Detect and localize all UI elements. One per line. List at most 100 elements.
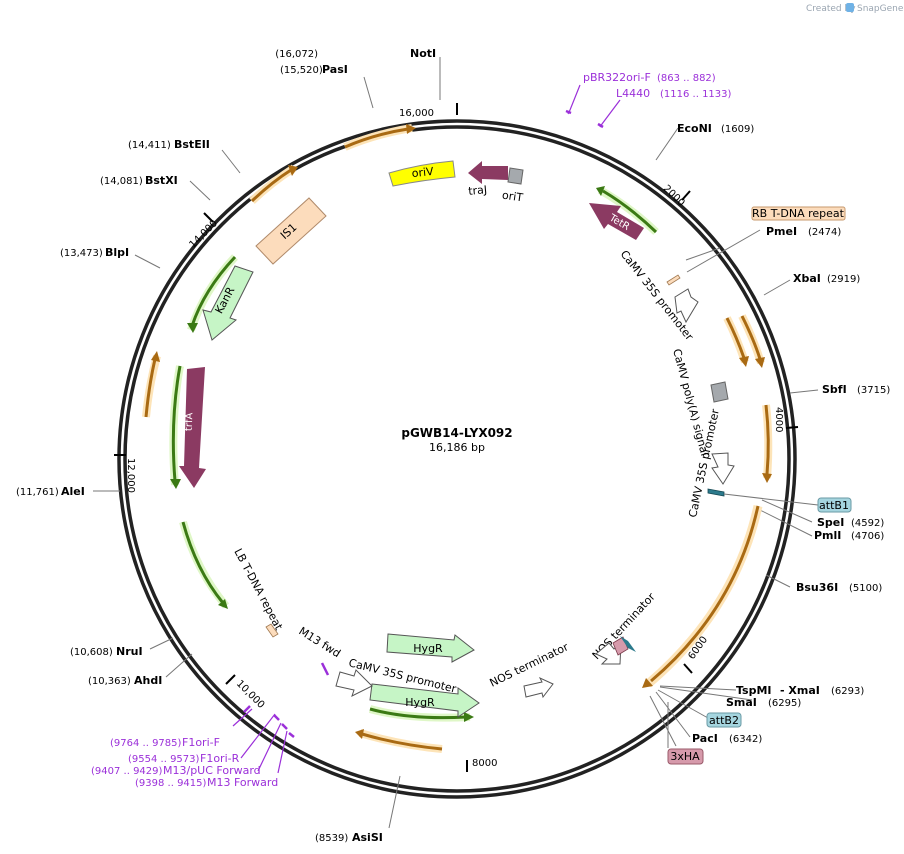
- site-paci[interactable]: PacI: [692, 732, 718, 745]
- primer-m13puc[interactable]: M13/pUC Forward: [163, 764, 261, 777]
- ticks: [114, 103, 799, 772]
- feature-hygr1-label: HygR: [413, 642, 443, 655]
- tick-12000: 12,000: [125, 458, 136, 493]
- site-paci-pos: (6342): [729, 734, 762, 745]
- feature-lb-label: LB T-DNA repeat: [231, 546, 285, 633]
- site-bstxi[interactable]: BstXI: [145, 174, 178, 187]
- feature-attB2-label: attB2: [709, 714, 739, 727]
- site-tspmi[interactable]: TspMI: [736, 684, 772, 697]
- feature-m13fwd[interactable]: M13 fwd: [296, 625, 342, 661]
- tick-4000: 4000: [773, 407, 784, 432]
- site-asisi-pos: (8539): [315, 833, 348, 844]
- site-pmli-pos: (4706): [851, 531, 884, 542]
- feature-IS1[interactable]: IS1: [255, 197, 327, 265]
- outer-orfs: [142, 124, 773, 753]
- feature-hygr-1[interactable]: HygR: [386, 633, 475, 663]
- site-notI-pos: (16,072): [275, 49, 318, 60]
- primer-l4440-range: (1116 .. 1133): [660, 89, 732, 100]
- feature-oriT-label: oriT: [501, 189, 524, 205]
- site-pasI-pos: (15,520): [280, 65, 323, 76]
- site-nrui-pos: (10,608): [70, 647, 113, 658]
- feature-trfA-label: trfA: [184, 412, 196, 431]
- feature-nos1-label: NOS terminator: [488, 640, 571, 690]
- feature-3xHA[interactable]: 3xHA: [612, 636, 704, 765]
- backbone-outer: [117, 119, 797, 799]
- site-nrui[interactable]: NruI: [116, 645, 143, 658]
- feature-traJ[interactable]: traJ: [468, 161, 508, 198]
- primer-f1ori-f-range: (9764 .. 9785): [110, 738, 182, 749]
- site-xbai[interactable]: XbaI: [793, 272, 821, 285]
- primer-pbr322ori-f-range: (863 .. 882): [657, 73, 716, 84]
- site-sbfi-pos: (3715): [857, 385, 890, 396]
- primer-arrows: [243, 109, 604, 738]
- site-blpi[interactable]: BlpI: [105, 246, 129, 259]
- feature-oriT[interactable]: oriT: [501, 167, 524, 205]
- site-bsteii-pos: (14,411): [128, 140, 171, 151]
- site-pasI[interactable]: PasI: [322, 63, 348, 76]
- primer-f1ori-r[interactable]: F1ori-R: [200, 752, 240, 765]
- feature-camv-promoter-1[interactable]: CaMV 35S promoter: [618, 248, 699, 343]
- feature-m13fwd-label: M13 fwd: [296, 625, 342, 661]
- feature-3xHA-label: 3xHA: [670, 750, 700, 763]
- site-alei-pos: (11,761): [16, 487, 59, 498]
- site-xmai[interactable]: - XmaI: [780, 684, 820, 697]
- tick-10000: 10,000: [234, 678, 267, 711]
- site-alei[interactable]: AleI: [61, 485, 85, 498]
- feature-attB2[interactable]: attB2: [706, 712, 742, 728]
- site-bstxi-pos: (14,081): [100, 176, 143, 187]
- feature-traJ-label: traJ: [468, 183, 488, 198]
- site-smai-pos: (6295): [768, 698, 801, 709]
- primer-f1ori-f[interactable]: F1ori-F: [182, 736, 220, 749]
- feature-nos-2[interactable]: NOS terminator: [488, 640, 571, 699]
- site-pmei-pos: (2474): [808, 227, 841, 238]
- feature-attB1-label: attB1: [819, 499, 849, 512]
- site-sbfi[interactable]: SbfI: [822, 383, 847, 396]
- site-pmli[interactable]: PmlI: [814, 529, 841, 542]
- feature-nos-1[interactable]: NOS terminator: [590, 590, 658, 665]
- site-lines: [93, 57, 819, 829]
- feature-oriV-label: oriV: [411, 165, 435, 180]
- site-bsu36i-pos: (5100): [849, 583, 882, 594]
- feature-attB1[interactable]: attB1: [707, 488, 852, 513]
- site-bsteii[interactable]: BstEII: [174, 138, 210, 151]
- site-spei[interactable]: SpeI: [817, 516, 844, 529]
- primer-m13fwd-range: (9398 .. 9415): [135, 778, 207, 789]
- site-xbai-pos: (2919): [827, 274, 860, 285]
- plasmid-name: pGWB14-LYX092: [401, 426, 512, 440]
- site-smai[interactable]: SmaI: [726, 696, 757, 709]
- backbone-inner: [123, 125, 791, 793]
- site-bsu36i[interactable]: Bsu36I: [796, 581, 838, 594]
- tick-16000: 16,000: [399, 108, 434, 119]
- feature-hygr-2[interactable]: HygR: [369, 683, 480, 718]
- primer-f1ori-r-range: (9554 .. 9573): [128, 754, 200, 765]
- site-ahdi-pos: (10,363): [88, 676, 131, 687]
- site-spei-pos: (4592): [851, 518, 884, 529]
- primer-pbr322ori-f[interactable]: pBR322ori-F: [583, 71, 651, 84]
- site-econi[interactable]: EcoNI: [677, 122, 712, 135]
- primer-m13puc-range: (9407 .. 9429): [91, 766, 163, 777]
- site-econi-pos: (1609): [721, 124, 754, 135]
- plasmid-size: 16,186 bp: [429, 441, 485, 454]
- feature-rb[interactable]: RB T-DNA repeat: [666, 206, 846, 286]
- credit-prefix: Created by: [806, 4, 856, 14]
- feature-KanR[interactable]: KanR: [202, 265, 254, 341]
- feature-TetR[interactable]: TetR: [589, 203, 644, 240]
- site-tspmi-pos: (6293): [831, 686, 864, 697]
- feature-oriV[interactable]: oriV: [388, 160, 456, 187]
- site-pmei[interactable]: PmeI: [766, 225, 797, 238]
- feature-rb-label: RB T-DNA repeat: [752, 207, 845, 220]
- credit-brand[interactable]: SnapGene: [857, 4, 904, 14]
- site-asisi[interactable]: AsiSI: [352, 831, 383, 844]
- primer-l4440[interactable]: L4440: [616, 87, 650, 100]
- feature-hygr2-label: HygR: [405, 696, 435, 709]
- site-blpi-pos: (13,473): [60, 248, 103, 259]
- primer-m13forward[interactable]: M13 Forward: [207, 776, 278, 789]
- site-ahdi[interactable]: AhdI: [134, 674, 162, 687]
- tick-2000: 2000: [661, 183, 687, 209]
- feature-lb[interactable]: LB T-DNA repeat: [231, 546, 286, 638]
- snapgene-logo-icon: [846, 3, 854, 12]
- feature-trfA[interactable]: trfA: [179, 367, 206, 488]
- feature-polyA[interactable]: CaMV poly(A) signal: [670, 347, 729, 457]
- site-notI[interactable]: NotI: [410, 47, 436, 60]
